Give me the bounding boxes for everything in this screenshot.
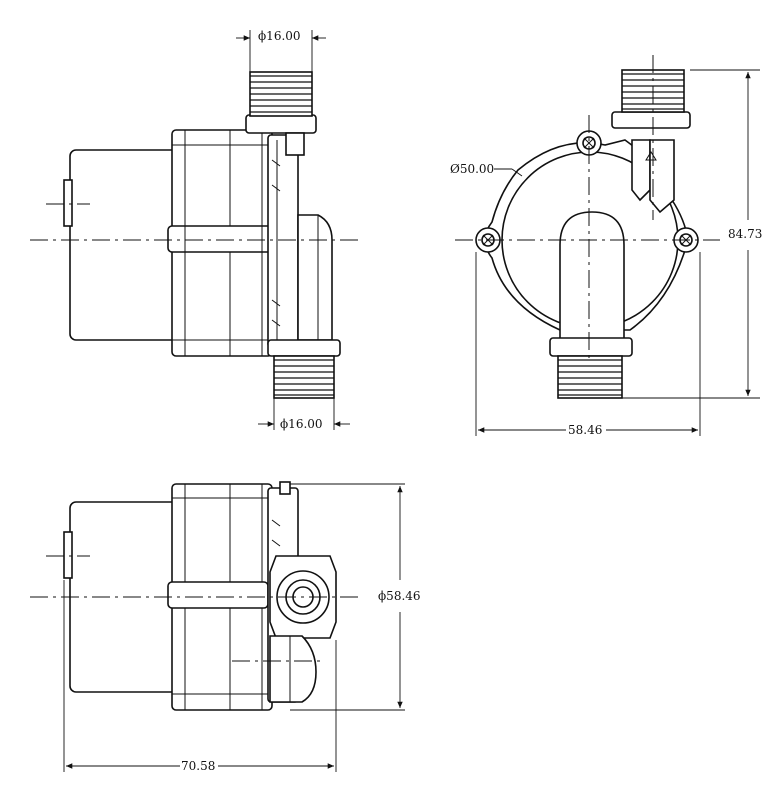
inlet-dome bbox=[269, 635, 317, 703]
front-width-dim-label: 58.46 bbox=[568, 423, 602, 437]
front-outlet-nut bbox=[549, 337, 633, 357]
motor-can bbox=[69, 149, 181, 341]
outlet-nut bbox=[267, 339, 341, 357]
outlet-thread bbox=[273, 355, 335, 399]
overall-length-dim-label: 70.58 bbox=[181, 759, 215, 773]
inlet-nut bbox=[245, 114, 317, 134]
inlet-neck bbox=[285, 132, 305, 156]
housing-dim-label: Ø50.00 bbox=[450, 162, 494, 176]
bottom-outlet-dim-label: ϕ16.00 bbox=[280, 417, 323, 431]
inlet-thread-lines bbox=[250, 75, 312, 113]
outlet-elbow bbox=[297, 214, 333, 341]
front-view: Ø50.00 84.73 58.46 bbox=[450, 55, 762, 437]
bottom-view: ϕ58.46 70.58 bbox=[30, 481, 421, 773]
height-dim-label: 84.73 bbox=[728, 227, 762, 241]
inlet-pipe bbox=[631, 139, 651, 202]
volute bbox=[267, 134, 299, 348]
outlet-thread-lines bbox=[274, 359, 334, 396]
outlet-bore-outer bbox=[276, 570, 330, 624]
motor-end-boss bbox=[63, 179, 73, 227]
outlet-channel bbox=[559, 211, 625, 341]
front-outlet-thread bbox=[557, 355, 623, 399]
body-diameter-dim-label: ϕ58.46 bbox=[378, 589, 421, 603]
front-inlet-nut bbox=[611, 111, 691, 129]
top-inlet-dim-label: ϕ16.00 bbox=[258, 29, 301, 43]
side-view: ϕ16.00 ϕ16.00 bbox=[30, 29, 360, 431]
